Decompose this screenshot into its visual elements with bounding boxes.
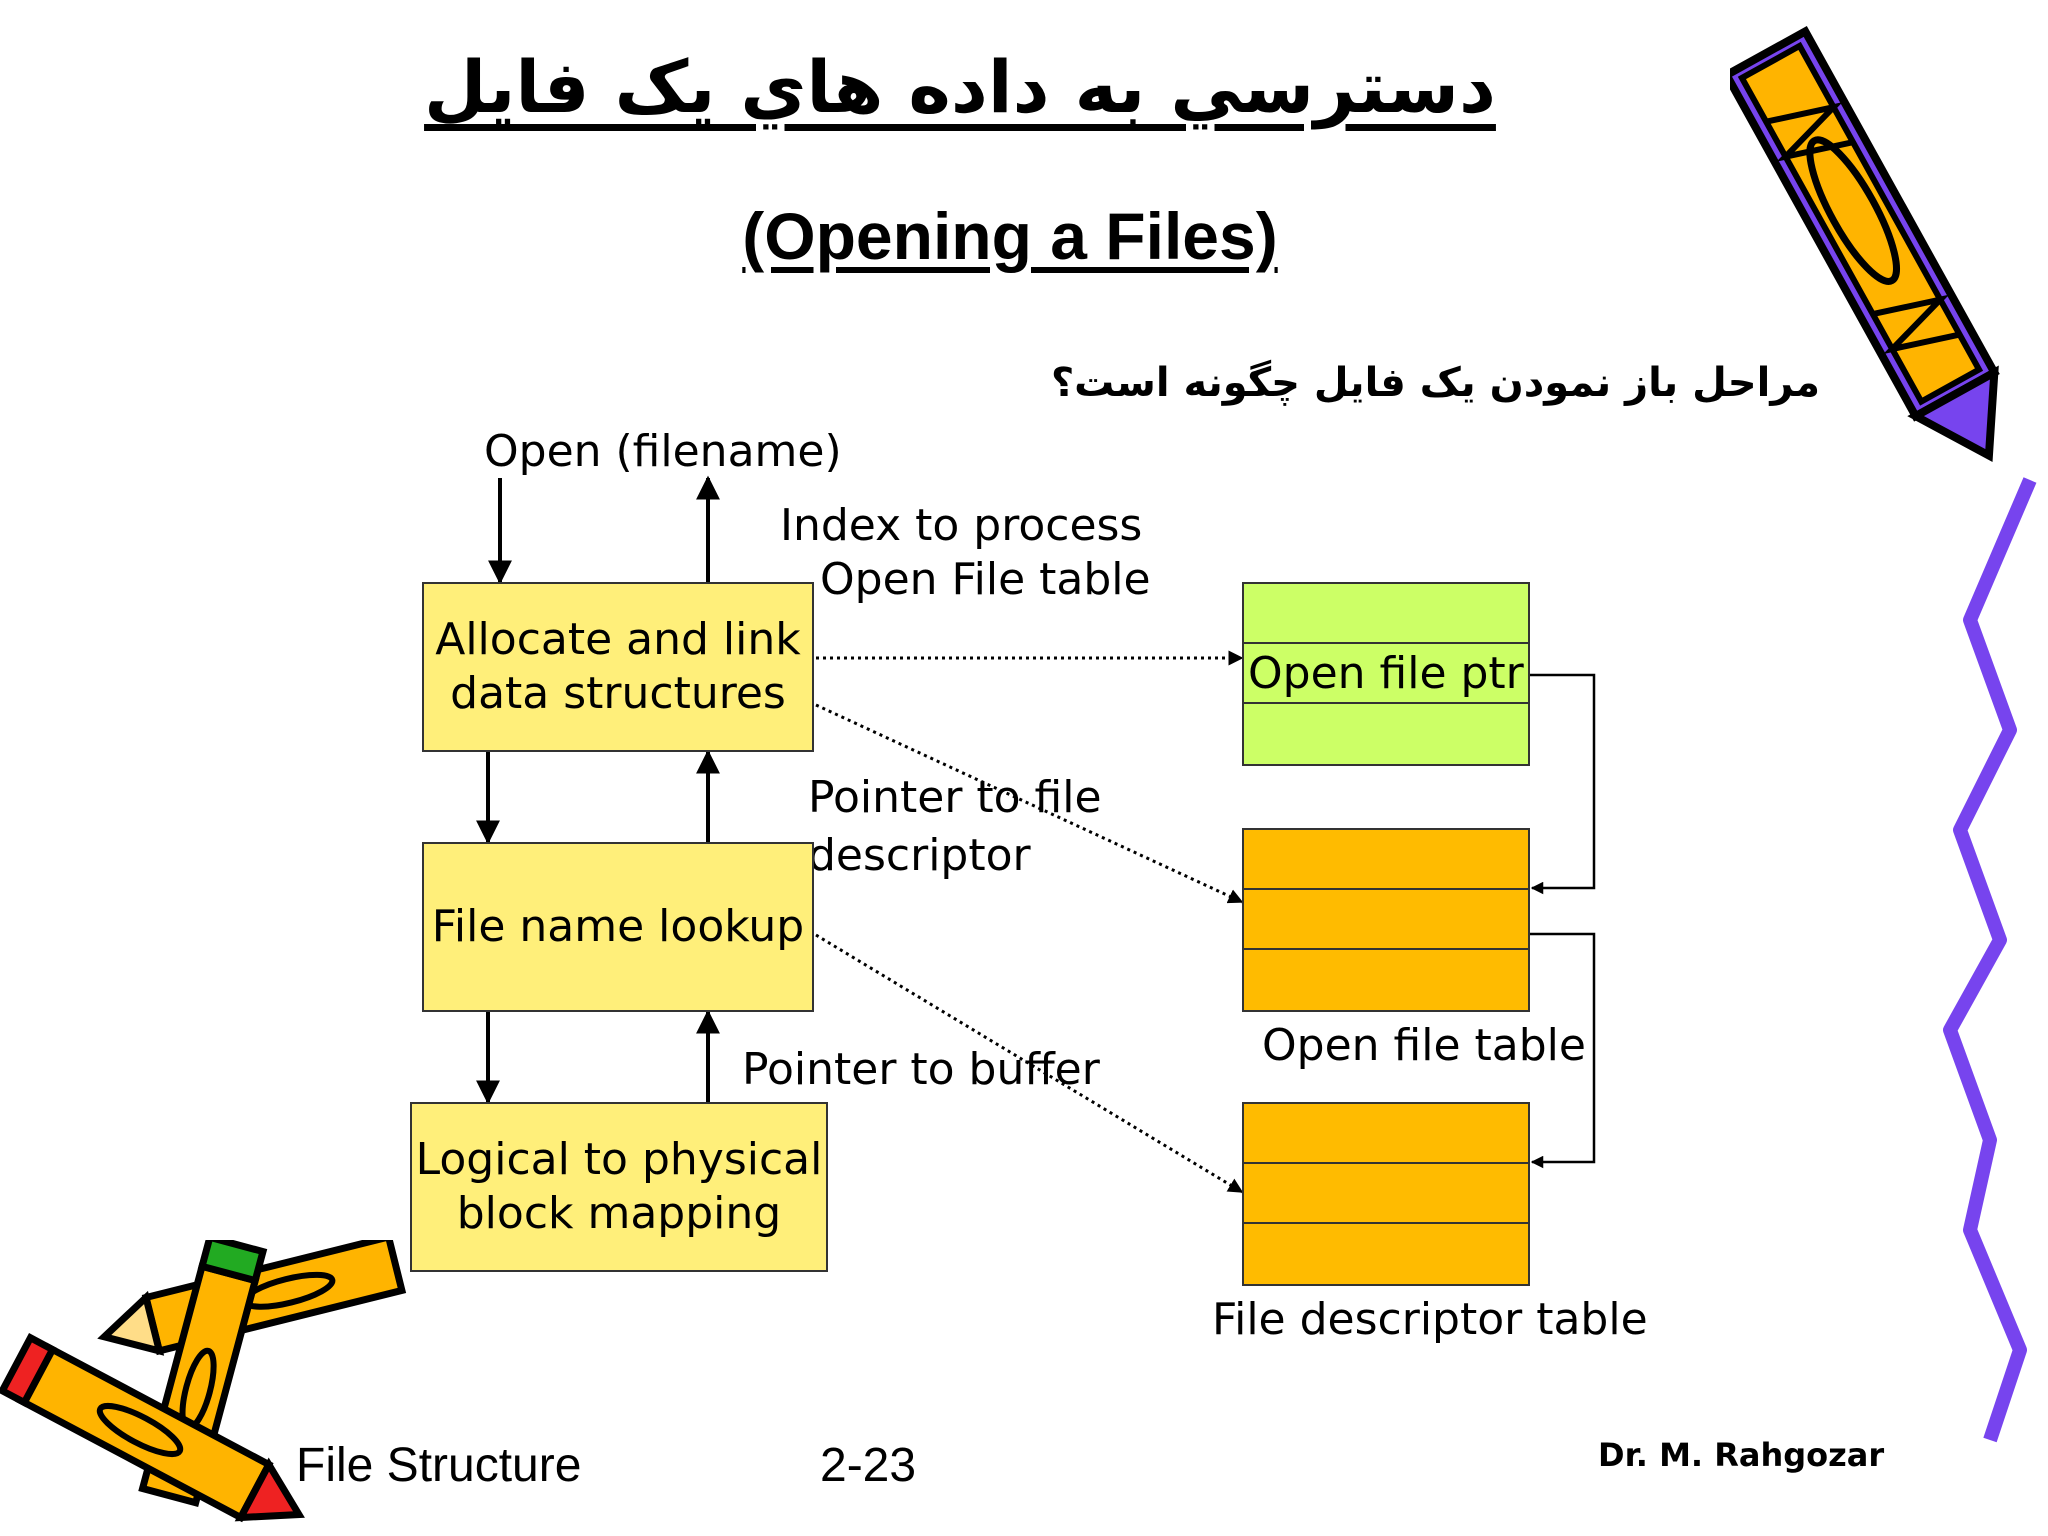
table-row xyxy=(1244,890,1528,950)
table-row xyxy=(1244,1104,1528,1164)
footer-author: Dr. M. Rahgozar xyxy=(1598,1436,1885,1474)
page-title-persian: دسترسي به داده هاي يک فايل xyxy=(424,45,1496,129)
link-open-file-to-descriptor xyxy=(1530,932,1596,1169)
file-descriptor-table xyxy=(1242,1102,1530,1286)
table-row xyxy=(1244,704,1528,764)
file-descriptor-table-label: File descriptor table xyxy=(1212,1294,1648,1345)
allocate-box: Allocate and link data structures xyxy=(422,582,814,752)
table-row xyxy=(1244,1164,1528,1224)
pointer-buffer-label: Pointer to buffer xyxy=(742,1044,1100,1095)
squiggle-line xyxy=(1943,477,2037,1443)
logical-box: Logical to physical block mapping xyxy=(410,1102,828,1272)
index-label-line1: Index to process xyxy=(780,500,1143,551)
link-ptr-to-open-file-table xyxy=(1530,673,1596,895)
allocate-box-line1: Allocate and link xyxy=(435,614,801,665)
logical-box-line2: block mapping xyxy=(456,1188,782,1239)
table-row xyxy=(1244,830,1528,890)
logical-box-line1: Logical to physical xyxy=(415,1134,823,1185)
open-call-label: Open (filename) xyxy=(484,426,842,477)
table-row xyxy=(1244,584,1528,644)
process-open-file-table: Open file ptr xyxy=(1242,582,1530,766)
pointer-fd-label-line2: descriptor xyxy=(808,830,1031,881)
footer-course: File Structure xyxy=(296,1439,582,1492)
open-file-table xyxy=(1242,828,1530,1012)
question-text: مراحل باز نمودن یک فایل چگونه است؟ xyxy=(1050,360,1820,406)
dotted-to-open-file-table xyxy=(815,703,1244,904)
open-file-table-label: Open file table xyxy=(1262,1020,1586,1071)
table-row xyxy=(1244,1224,1528,1284)
table-row xyxy=(1244,950,1528,1010)
pencil-icon xyxy=(1730,25,2000,463)
pointer-fd-label-line1: Pointer to file xyxy=(808,772,1102,823)
dotted-to-descriptor-table xyxy=(815,933,1244,1194)
pencils-cluster-icon xyxy=(0,1240,407,1523)
lookup-box-text: File name lookup xyxy=(431,901,805,952)
open-file-ptr-row: Open file ptr xyxy=(1244,644,1528,704)
index-label-line2: Open File table xyxy=(820,554,1151,605)
page-title-english: (Opening a Files) xyxy=(742,199,1278,273)
footer-page-number: 2-23 xyxy=(820,1439,917,1492)
lookup-box: File name lookup xyxy=(422,842,814,1012)
allocate-box-line2: data structures xyxy=(450,668,786,719)
